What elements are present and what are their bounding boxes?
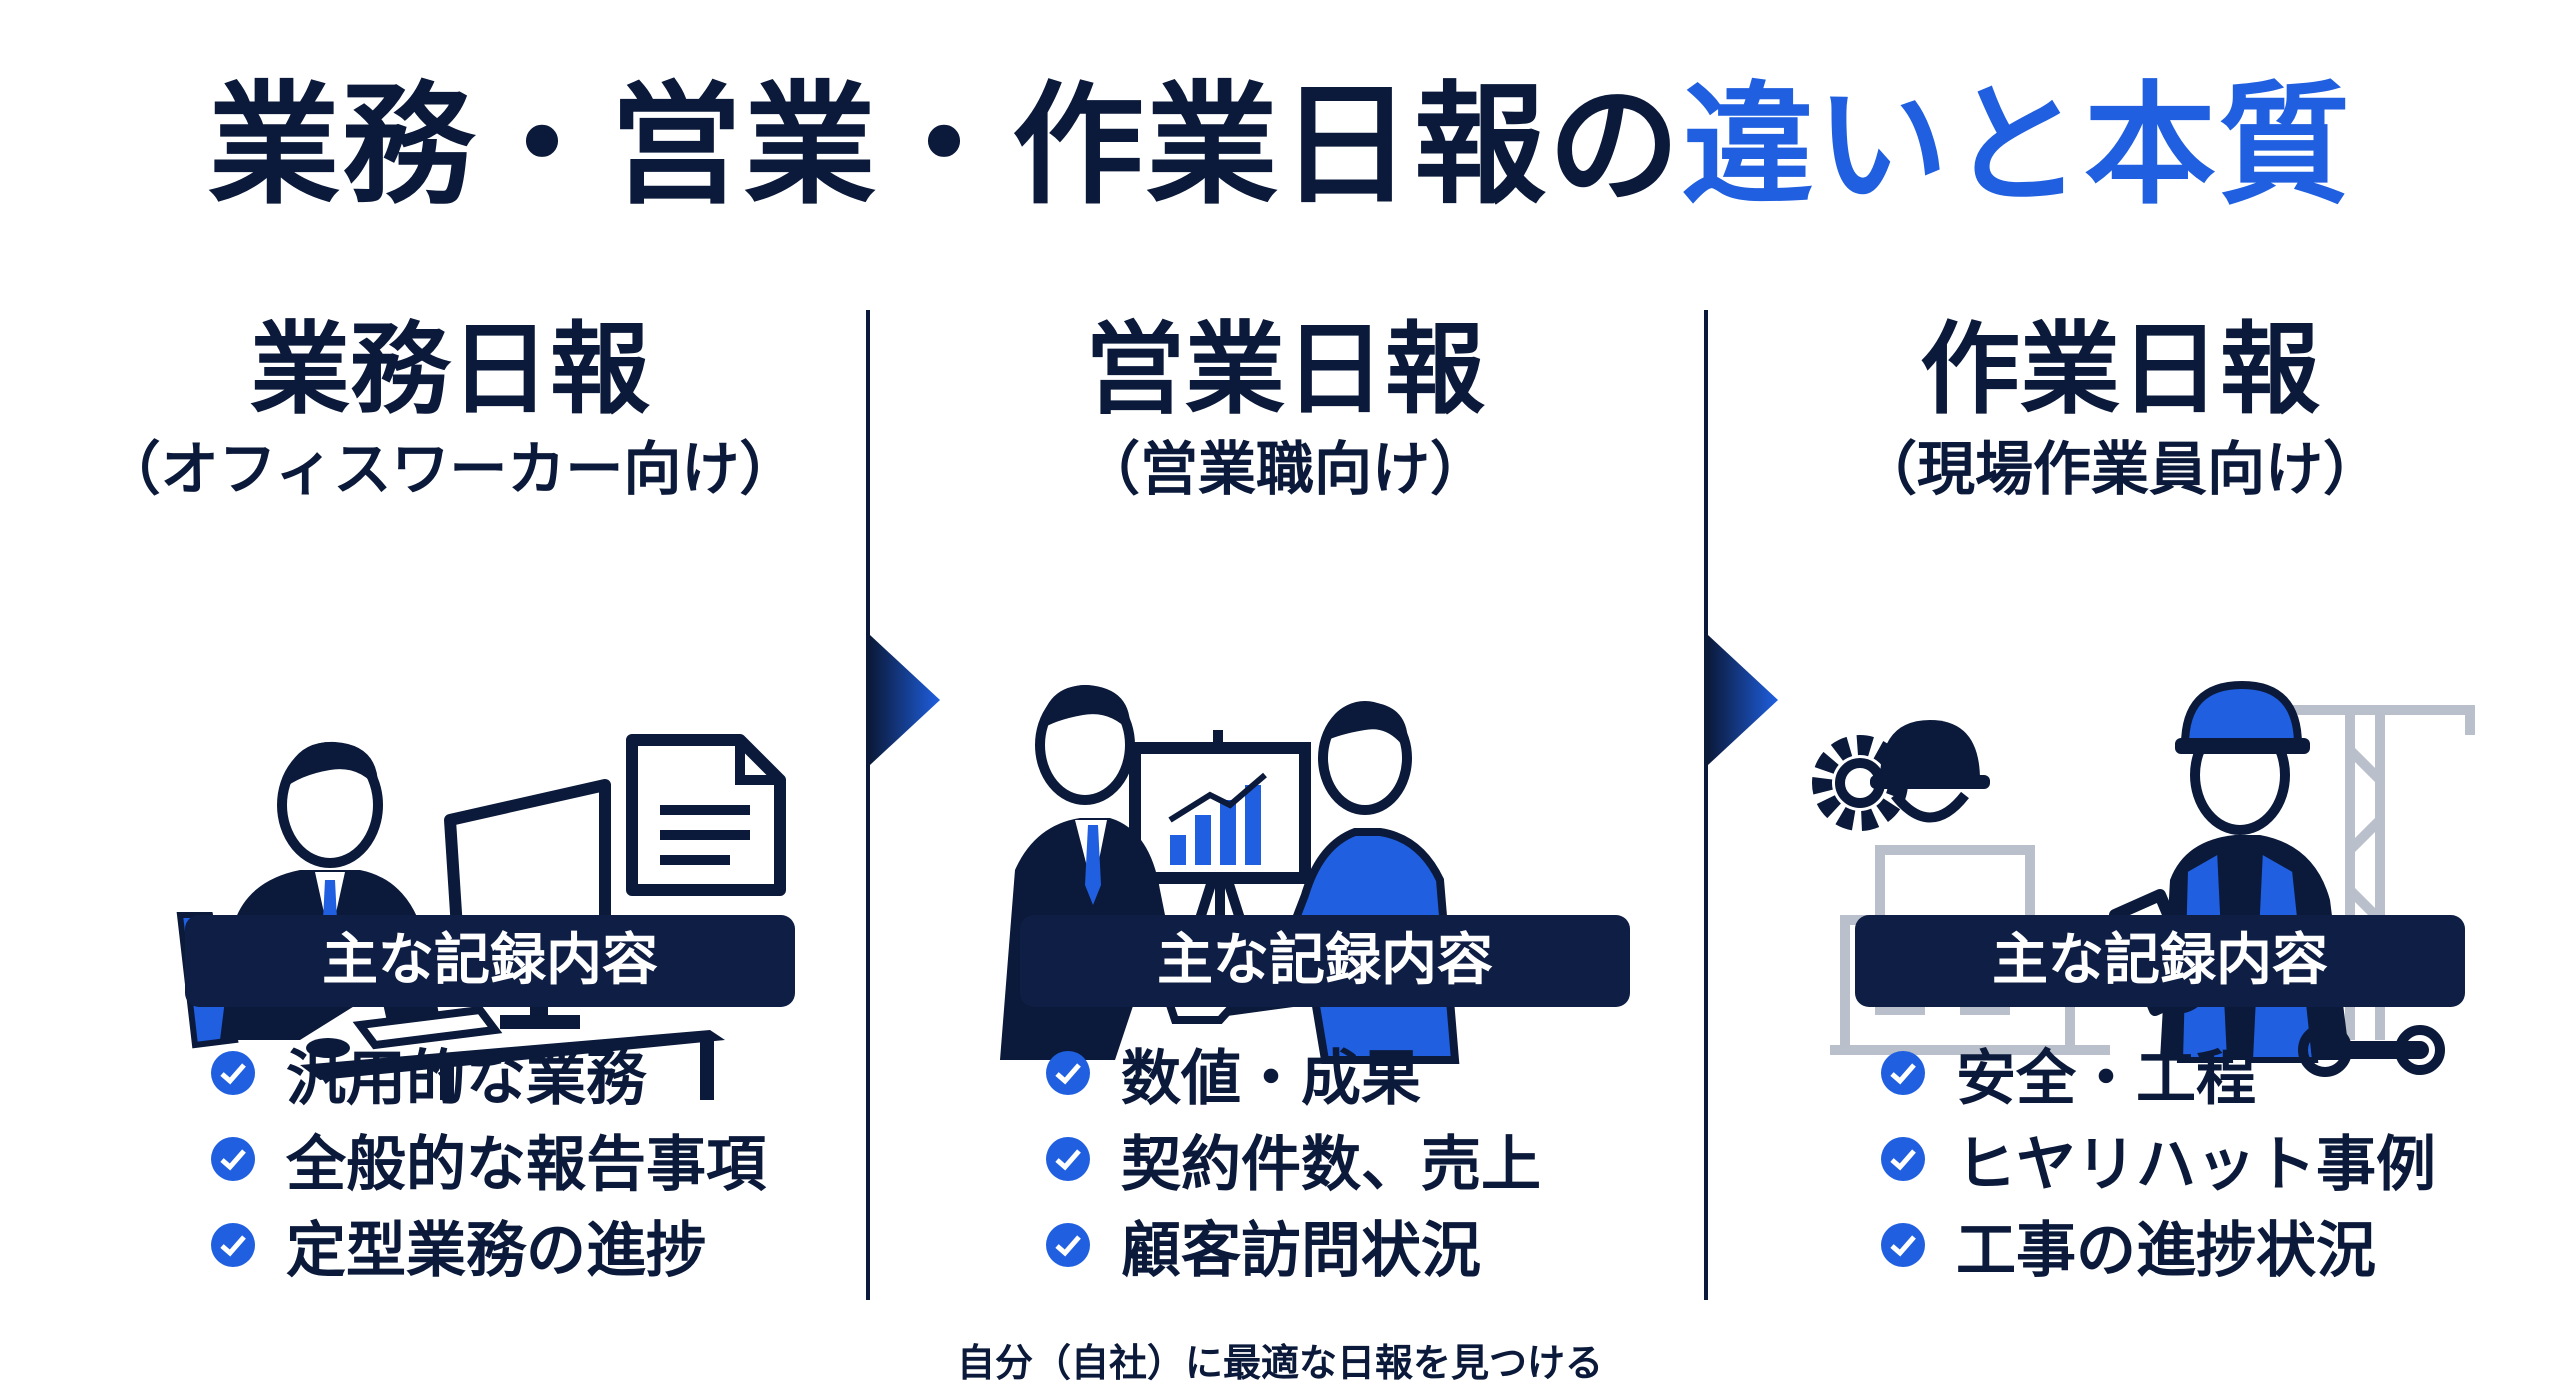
list-item: 工事の進捗状況 (1880, 1202, 2520, 1288)
column-work-report: 作業日報 （現場作業員向け） (1730, 320, 2510, 1300)
list-item: 定型業務の進捗 (210, 1202, 850, 1288)
check-circle-icon (1046, 1137, 1090, 1181)
wrench-icon (2298, 1023, 2445, 1077)
list-item-text: 全般的な報告事項 (286, 1129, 766, 1200)
record-content-list: 数値・成果 契約件数、売上 顧客訪問状況 (1045, 1030, 1685, 1288)
check-circle-icon (1046, 1051, 1090, 1095)
check-circle-icon (211, 1223, 255, 1267)
list-item-text: 契約件数、売上 (1121, 1129, 1541, 1200)
title-main: 業務・営業・作業日報の (208, 69, 1682, 223)
column-divider-1 (866, 310, 870, 1300)
helmet-icon (1870, 720, 1990, 823)
column-subtitle: （オフィスワーカー向け） (102, 435, 798, 503)
chevron-right-icon (1708, 635, 1778, 765)
chevron-right-icon (870, 635, 940, 765)
document-icon (626, 734, 786, 896)
list-item-text: 数値・成果 (1121, 1043, 1421, 1114)
record-content-label: 主な記録内容 (1855, 915, 2465, 1007)
column-divider-2 (1704, 310, 1708, 1300)
page-title: 業務・営業・作業日報の違いと本質 (0, 80, 2560, 212)
column-sales-report: 営業日報 （営業職向け） 主な記録内容 (895, 320, 1675, 1300)
title-highlight: 違いと本質 (1682, 69, 2352, 223)
list-item: 安全・工程 (1880, 1030, 2520, 1116)
list-item-text: 汎用的な業務 (286, 1043, 646, 1114)
list-item: 数値・成果 (1045, 1030, 1685, 1116)
record-content-list: 汎用的な業務 全般的な報告事項 定型業務の進捗 (210, 1030, 850, 1288)
check-circle-icon (211, 1051, 255, 1095)
list-item-text: 工事の進捗状況 (1956, 1215, 2376, 1286)
record-content-label: 主な記録内容 (1020, 915, 1630, 1007)
list-item-text: 安全・工程 (1956, 1043, 2256, 1114)
check-circle-icon (211, 1137, 255, 1181)
check-circle-icon (1881, 1223, 1925, 1267)
column-business-report: 業務日報 （オフィスワーカー向け） (60, 320, 840, 1300)
list-item-text: ヒヤリハット事例 (1956, 1129, 2436, 1200)
record-content-list: 安全・工程 ヒヤリハット事例 工事の進捗状況 (1880, 1030, 2520, 1288)
list-item: 全般的な報告事項 (210, 1116, 850, 1202)
check-circle-icon (1881, 1137, 1925, 1181)
column-title: 作業日報 (1920, 311, 2320, 428)
list-item: 顧客訪問状況 (1045, 1202, 1685, 1288)
list-item: ヒヤリハット事例 (1880, 1116, 2520, 1202)
column-title: 業務日報 (250, 311, 650, 428)
list-item-text: 定型業務の進捗 (286, 1215, 706, 1286)
footer-caption: 自分（自社）に最適な日報を見つける (956, 1341, 1603, 1385)
record-content-label: 主な記録内容 (185, 915, 795, 1007)
presentation-chart-icon (1129, 730, 1311, 952)
list-item: 契約件数、売上 (1045, 1116, 1685, 1202)
column-subtitle: （現場作業員向け） (1858, 435, 2381, 503)
list-item-text: 顧客訪問状況 (1121, 1215, 1481, 1286)
check-circle-icon (1881, 1051, 1925, 1095)
list-item: 汎用的な業務 (210, 1030, 850, 1116)
column-subtitle: （営業職向け） (1081, 435, 1488, 503)
check-circle-icon (1046, 1223, 1090, 1267)
column-title: 営業日報 (1085, 311, 1485, 428)
